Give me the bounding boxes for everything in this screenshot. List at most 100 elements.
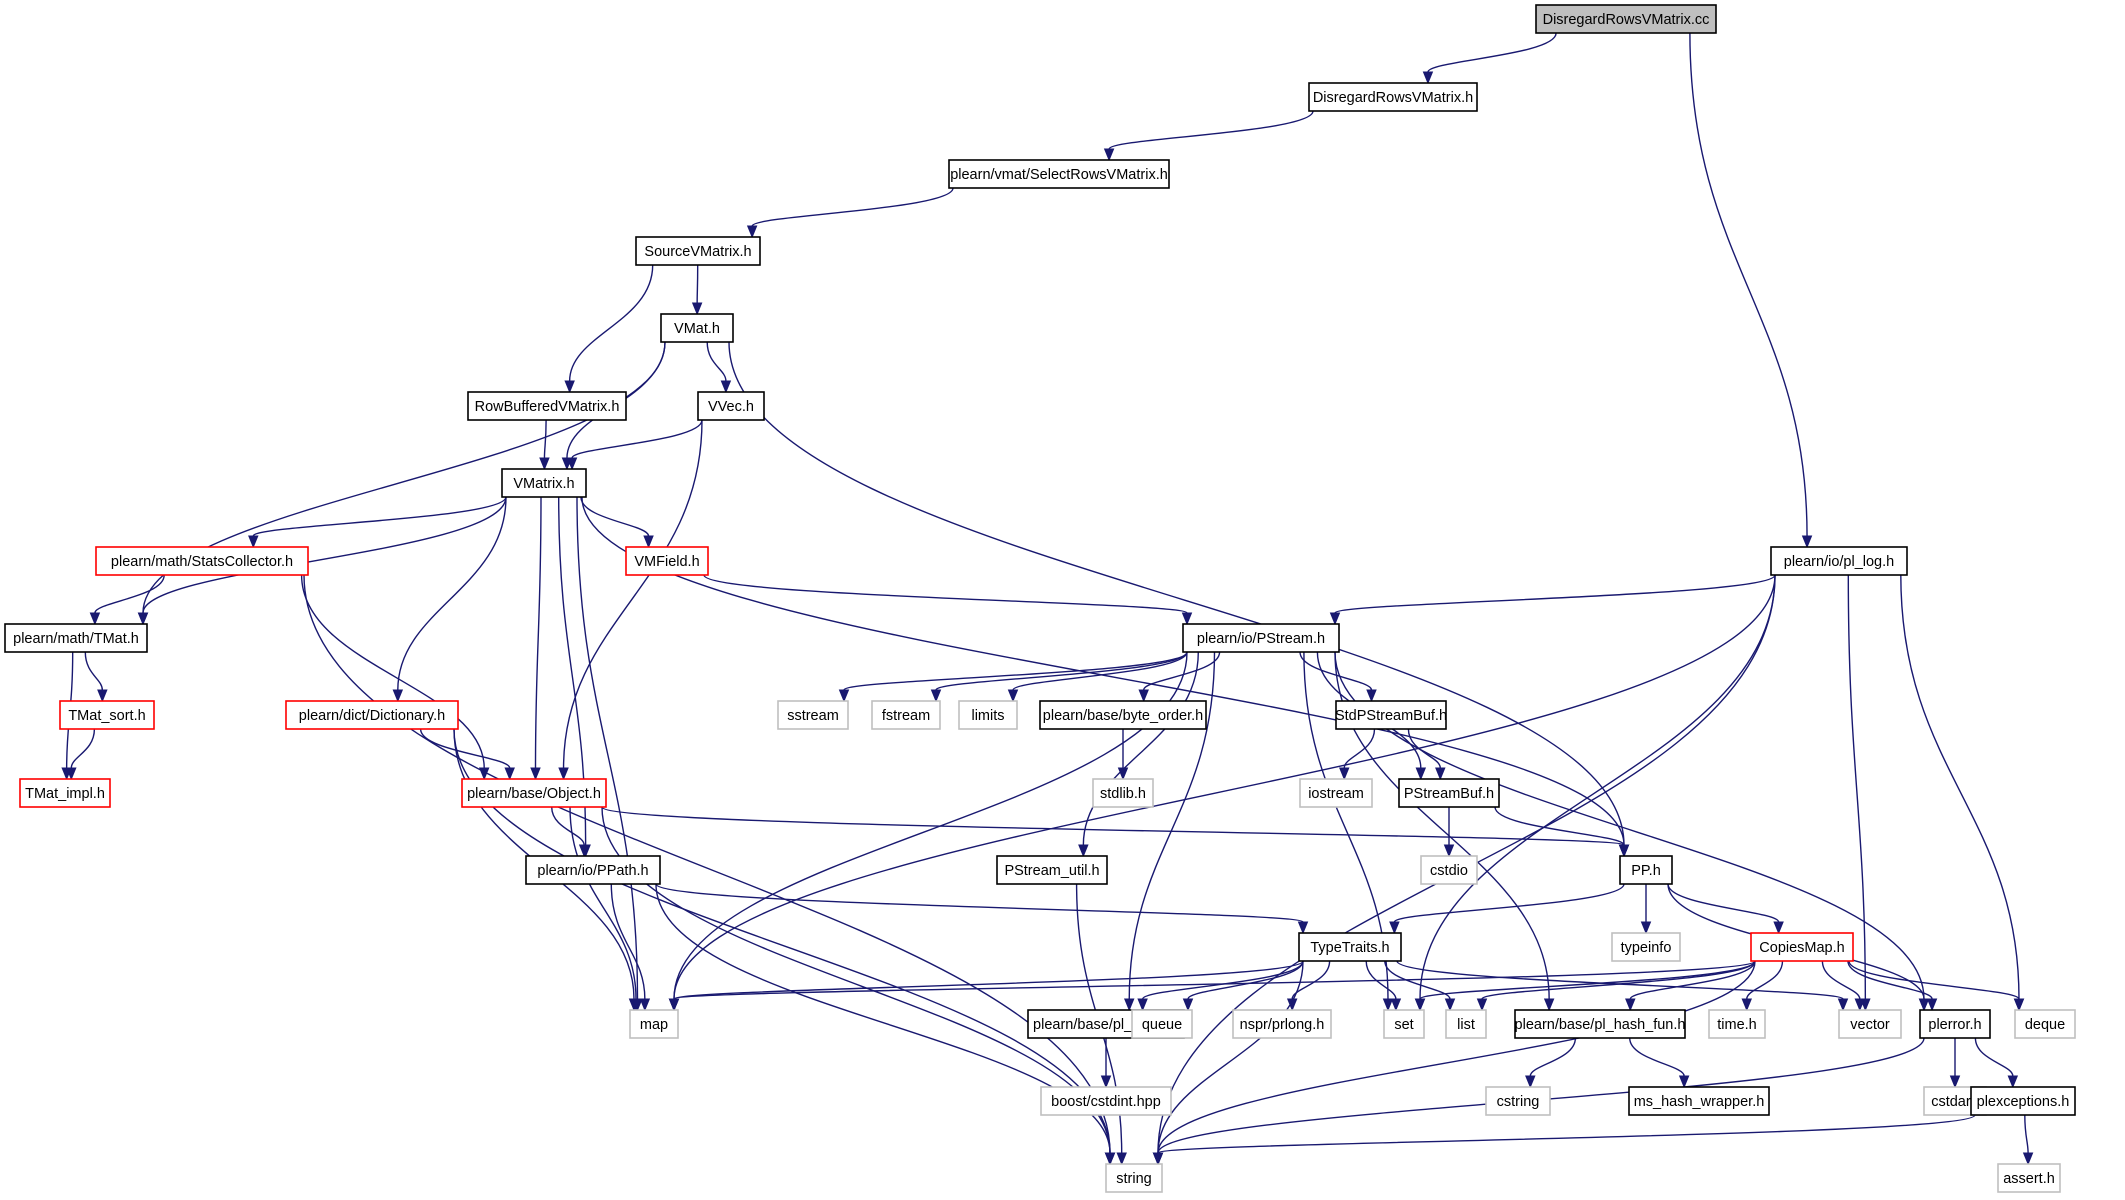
edge-psb-to-cstdio	[1443, 807, 1455, 858]
node-vmfield[interactable]: VMField.h	[625, 546, 709, 576]
node-box	[59, 700, 155, 730]
node-label: string	[1116, 1171, 1151, 1187]
node-vmat[interactable]: VMat.h	[660, 313, 734, 343]
node-psb[interactable]: PStreamBuf.h	[1398, 778, 1500, 808]
node-pllog[interactable]: plearn/io/pl_log.h	[1770, 546, 1908, 576]
edge-plexceptions-to-string	[1152, 1114, 1976, 1166]
edge-vvec-to-vmatrix	[566, 419, 703, 471]
node-label: PP.h	[1631, 863, 1661, 879]
node-box	[1919, 1009, 1991, 1039]
node-plerror[interactable]: plerror.h	[1919, 1009, 1991, 1039]
node-label: RowBufferedVMatrix.h	[475, 399, 620, 415]
edge-pstream-to-byteorder	[1138, 651, 1221, 703]
edge-pp-to-typeinfo	[1640, 883, 1652, 935]
node-label: cstdio	[1430, 863, 1468, 879]
node-box	[1040, 1086, 1172, 1116]
node-pp[interactable]: PP.h	[1619, 855, 1673, 885]
node-rowbuf[interactable]: RowBufferedVMatrix.h	[467, 391, 627, 421]
node-map: map	[629, 1009, 679, 1039]
node-vvec[interactable]: VVec.h	[697, 391, 765, 421]
edge-byteorder-to-stdlib	[1117, 728, 1129, 781]
node-mshash[interactable]: ms_hash_wrapper.h	[1628, 1086, 1770, 1116]
edge-typetraits-to-set	[1365, 960, 1402, 1012]
node-label: plearn/base/byte_order.h	[1043, 708, 1203, 724]
node-dict[interactable]: plearn/dict/Dictionary.h	[285, 700, 459, 730]
node-box	[1383, 1009, 1425, 1039]
edge-plhash-to-cstring	[1525, 1037, 1577, 1089]
node-label: plearn/dict/Dictionary.h	[299, 708, 445, 724]
edge-root-to-pllog	[1689, 32, 1813, 549]
edge-ppath-to-map	[610, 883, 651, 1012]
edge-plerror-to-plexceptions	[1974, 1037, 2019, 1089]
node-psutil[interactable]: PStream_util.h	[996, 855, 1108, 885]
node-root[interactable]: DisregardRowsVMatrix.cc	[1535, 4, 1717, 34]
node-vmatrix[interactable]: VMatrix.h	[501, 468, 587, 498]
edge-copiesmap-to-plerror	[1847, 960, 1938, 1012]
node-box	[1398, 778, 1500, 808]
node-label: VMat.h	[674, 321, 720, 337]
node-copiesmap[interactable]: CopiesMap.h	[1750, 932, 1854, 962]
edge-srcvm-to-vmat	[691, 264, 703, 316]
node-label: plearn/vmat/SelectRowsVMatrix.h	[950, 167, 1168, 183]
node-ppath[interactable]: plearn/io/PPath.h	[525, 855, 661, 885]
edge-drvm_h-to-selrows	[1103, 110, 1314, 162]
edge-selrows-to-srcvm	[746, 187, 954, 239]
node-label: plearn/math/TMat.h	[13, 631, 139, 647]
node-timeh: time.h	[1708, 1009, 1766, 1039]
node-deque: deque	[2014, 1009, 2076, 1039]
node-label: TMat_impl.h	[25, 786, 105, 802]
node-box	[1131, 1009, 1193, 1039]
node-box	[1611, 932, 1681, 962]
node-box	[1298, 932, 1402, 962]
node-srcvm[interactable]: SourceVMatrix.h	[635, 236, 761, 266]
edge-typetraits-to-nsprprlong	[1286, 960, 1331, 1012]
node-typetraits[interactable]: TypeTraits.h	[1298, 932, 1402, 962]
node-plhash[interactable]: plearn/base/pl_hash_fun.h	[1514, 1009, 1686, 1039]
node-plexceptions[interactable]: plexceptions.h	[1970, 1086, 2076, 1116]
node-pstream[interactable]: plearn/io/PStream.h	[1182, 623, 1340, 653]
node-byteorder[interactable]: plearn/base/byte_order.h	[1039, 700, 1207, 730]
node-vector: vector	[1838, 1009, 1902, 1039]
node-boostcstdint: boost/cstdint.hpp	[1040, 1086, 1172, 1116]
node-label: cstdarg	[1931, 1094, 1979, 1110]
node-label: iostream	[1308, 786, 1364, 802]
node-box	[996, 855, 1108, 885]
edge-copiesmap-to-set	[1414, 960, 1756, 1012]
edge-typetraits-to-string	[1152, 960, 1304, 1166]
node-stdpsb[interactable]: StdPStreamBuf.h	[1335, 700, 1447, 730]
node-selrows[interactable]: plearn/vmat/SelectRowsVMatrix.h	[948, 159, 1170, 189]
node-box	[660, 313, 734, 343]
node-label: plearn/io/PStream.h	[1197, 631, 1325, 647]
edge-plerror-to-cstdarg	[1949, 1038, 1961, 1089]
node-box	[95, 546, 309, 576]
node-label: plearn/base/pl_hash_fun.h	[1515, 1017, 1686, 1033]
node-tmatsort[interactable]: TMat_sort.h	[59, 700, 155, 730]
node-box	[1708, 1009, 1766, 1039]
node-label: PStream_util.h	[1004, 863, 1099, 879]
node-drvm-h[interactable]: DisregardRowsVMatrix.h	[1308, 82, 1478, 112]
node-label: list	[1457, 1017, 1475, 1033]
edge-vvec-to-object	[558, 419, 703, 781]
node-label: VMatrix.h	[513, 476, 574, 492]
node-object[interactable]: plearn/base/Object.h	[461, 778, 607, 808]
node-iostream: iostream	[1299, 778, 1373, 808]
node-statscol[interactable]: plearn/math/StatsCollector.h	[95, 546, 309, 576]
node-box	[635, 236, 761, 266]
node-box	[461, 778, 607, 808]
node-tmatimpl[interactable]: TMat_impl.h	[19, 778, 111, 808]
edge-vmatrix-to-object	[530, 496, 542, 781]
node-label: time.h	[1717, 1017, 1757, 1033]
node-nsprprlong: nspr/prlong.h	[1232, 1009, 1332, 1039]
node-list: list	[1445, 1009, 1487, 1039]
node-cstdio: cstdio	[1420, 855, 1478, 885]
edge-pp-to-typetraits	[1389, 883, 1625, 935]
node-box	[1970, 1086, 2076, 1116]
edge-object-to-ppath	[551, 806, 590, 858]
node-label: boost/cstdint.hpp	[1051, 1094, 1161, 1110]
edge-typetraits-to-vector	[1396, 960, 1849, 1012]
node-box	[1770, 546, 1908, 576]
node-tmat[interactable]: plearn/math/TMat.h	[4, 623, 148, 653]
node-label: plearn/io/pl_log.h	[1784, 554, 1894, 570]
node-box	[777, 700, 849, 730]
